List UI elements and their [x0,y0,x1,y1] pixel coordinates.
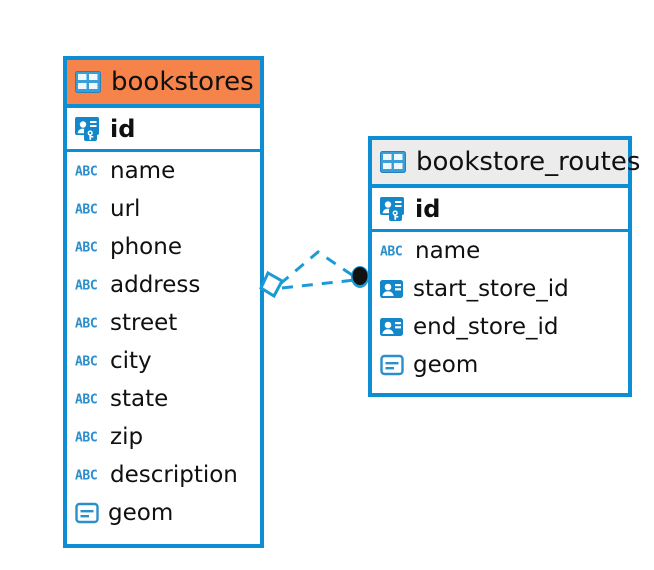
field-row-id[interactable]: id [67,108,260,152]
field-row-address[interactable]: ABC address [67,266,260,304]
svg-text:ABC: ABC [75,431,97,446]
field-row-name[interactable]: ABC name [67,152,260,190]
abc-text-icon: ABC [75,353,101,370]
entity-header-bookstores[interactable]: bookstores [67,60,260,108]
field-row-city[interactable]: ABC city [67,342,260,380]
svg-text:ABC: ABC [75,393,97,408]
abc-text-icon: ABC [75,429,101,446]
diamond-marker [259,270,285,299]
abc-text-icon: ABC [75,201,101,218]
field-row-zip[interactable]: ABC zip [67,418,260,456]
geometry-icon [75,501,99,525]
field-row-state[interactable]: ABC state [67,380,260,418]
field-label-geom: geom [108,499,174,526]
entity-bookstore-routes[interactable]: bookstore_routes [368,136,640,397]
field-label-address: address [110,271,201,298]
svg-text:ABC: ABC [75,469,97,484]
entity-header-bookstore-routes[interactable]: bookstore_routes [372,140,640,188]
svg-text:ABC: ABC [75,317,97,332]
field-row-description[interactable]: ABC description [67,456,260,494]
field-row-geom[interactable]: geom [67,494,260,532]
abc-text-icon: ABC [75,391,101,408]
field-list-bookstores: id ABC name ABC url [67,108,260,532]
abc-text-icon: ABC [75,163,101,180]
table-icon [380,151,406,173]
field-label-url: url [110,195,141,222]
foreign-key-icon [380,317,404,337]
abc-text-icon: ABC [75,239,101,256]
primary-key-icon [380,196,406,222]
abc-text-icon: ABC [75,277,101,294]
field-label-id: id [415,194,441,223]
field-row-street[interactable]: ABC street [67,304,260,342]
foreign-key-icon [380,279,404,299]
svg-text:ABC: ABC [75,165,97,180]
filled-circle-marker [351,266,369,288]
field-label-name: name [415,237,481,264]
field-row-name[interactable]: ABC name [372,232,628,270]
svg-text:ABC: ABC [75,355,97,370]
abc-text-icon: ABC [75,315,101,332]
field-row-url[interactable]: ABC url [67,190,260,228]
primary-key-icon [75,116,101,142]
geometry-icon [380,353,404,377]
field-list-bookstore-routes: id ABC name [372,188,628,384]
svg-text:ABC: ABC [75,203,97,218]
field-label-state: state [110,385,169,412]
field-label-end-store-id: end_store_id [413,313,559,340]
field-label-street: street [110,309,178,336]
abc-text-icon: ABC [75,467,101,484]
field-row-start-store-id[interactable]: start_store_id [372,270,628,308]
field-label-description: description [110,461,238,488]
field-label-start-store-id: start_store_id [413,275,569,302]
field-row-end-store-id[interactable]: end_store_id [372,308,628,346]
svg-text:ABC: ABC [380,245,402,260]
svg-text:ABC: ABC [75,279,97,294]
field-label-geom: geom [413,351,479,378]
entity-title-bookstores: bookstores [111,67,254,97]
entity-title-bookstore-routes: bookstore_routes [416,147,641,177]
field-label-id: id [110,114,136,143]
field-label-name: name [110,157,176,184]
field-label-city: city [110,347,152,374]
field-label-zip: zip [110,423,144,450]
relationship-line-lower [281,278,356,290]
entity-bookstores[interactable]: bookstores [63,56,264,548]
field-label-phone: phone [110,233,182,260]
field-row-phone[interactable]: ABC phone [67,228,260,266]
abc-text-icon: ABC [380,243,406,260]
svg-text:ABC: ABC [75,241,97,256]
field-row-id[interactable]: id [372,188,628,232]
field-row-geom[interactable]: geom [372,346,628,384]
table-icon [75,71,101,93]
relationship-line-upper [279,250,356,286]
